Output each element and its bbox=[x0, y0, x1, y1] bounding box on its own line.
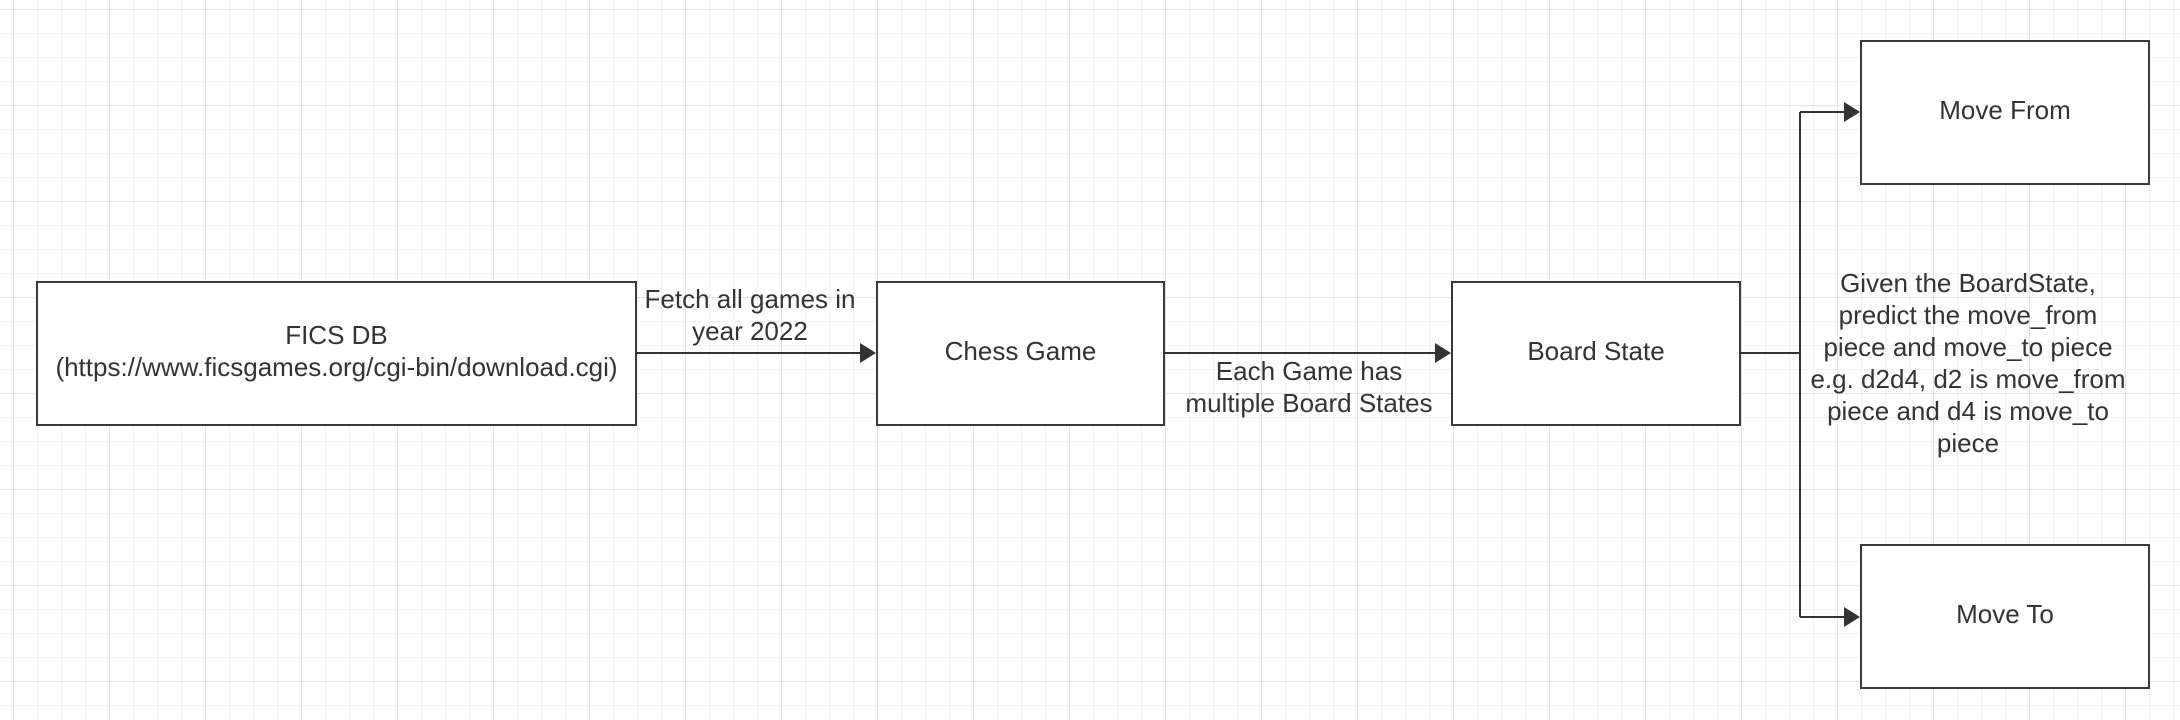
edge-branch-to-move-to-arrowhead bbox=[1844, 607, 1860, 627]
edge-label-fetch: Fetch all games in year 2022 bbox=[644, 284, 856, 346]
node-chess-game[interactable]: Chess Game bbox=[876, 281, 1165, 426]
node-move-from-label: Move From bbox=[1939, 94, 2071, 125]
edge-fics-to-chess-arrowhead bbox=[860, 343, 876, 363]
node-fics-db-label: FICS DB (https://www.ficsgames.org/cgi-b… bbox=[55, 319, 618, 382]
node-fics-db[interactable]: FICS DB (https://www.ficsgames.org/cgi-b… bbox=[36, 281, 637, 426]
edge-branch-to-move-from-arrowhead bbox=[1844, 102, 1860, 122]
edge-chess-to-board-arrowhead bbox=[1435, 343, 1451, 363]
node-move-from[interactable]: Move From bbox=[1860, 40, 2150, 185]
node-chess-game-label: Chess Game bbox=[944, 335, 1097, 366]
edge-label-predict: Given the BoardState, predict the move_f… bbox=[1810, 268, 2126, 458]
edge-label-each-game: Each Game has multiple Board States bbox=[1185, 356, 1433, 418]
node-board-state[interactable]: Board State bbox=[1451, 281, 1741, 426]
node-board-state-label: Board State bbox=[1527, 335, 1665, 366]
node-move-to[interactable]: Move To bbox=[1860, 544, 2150, 689]
node-move-to-label: Move To bbox=[1956, 598, 2054, 629]
